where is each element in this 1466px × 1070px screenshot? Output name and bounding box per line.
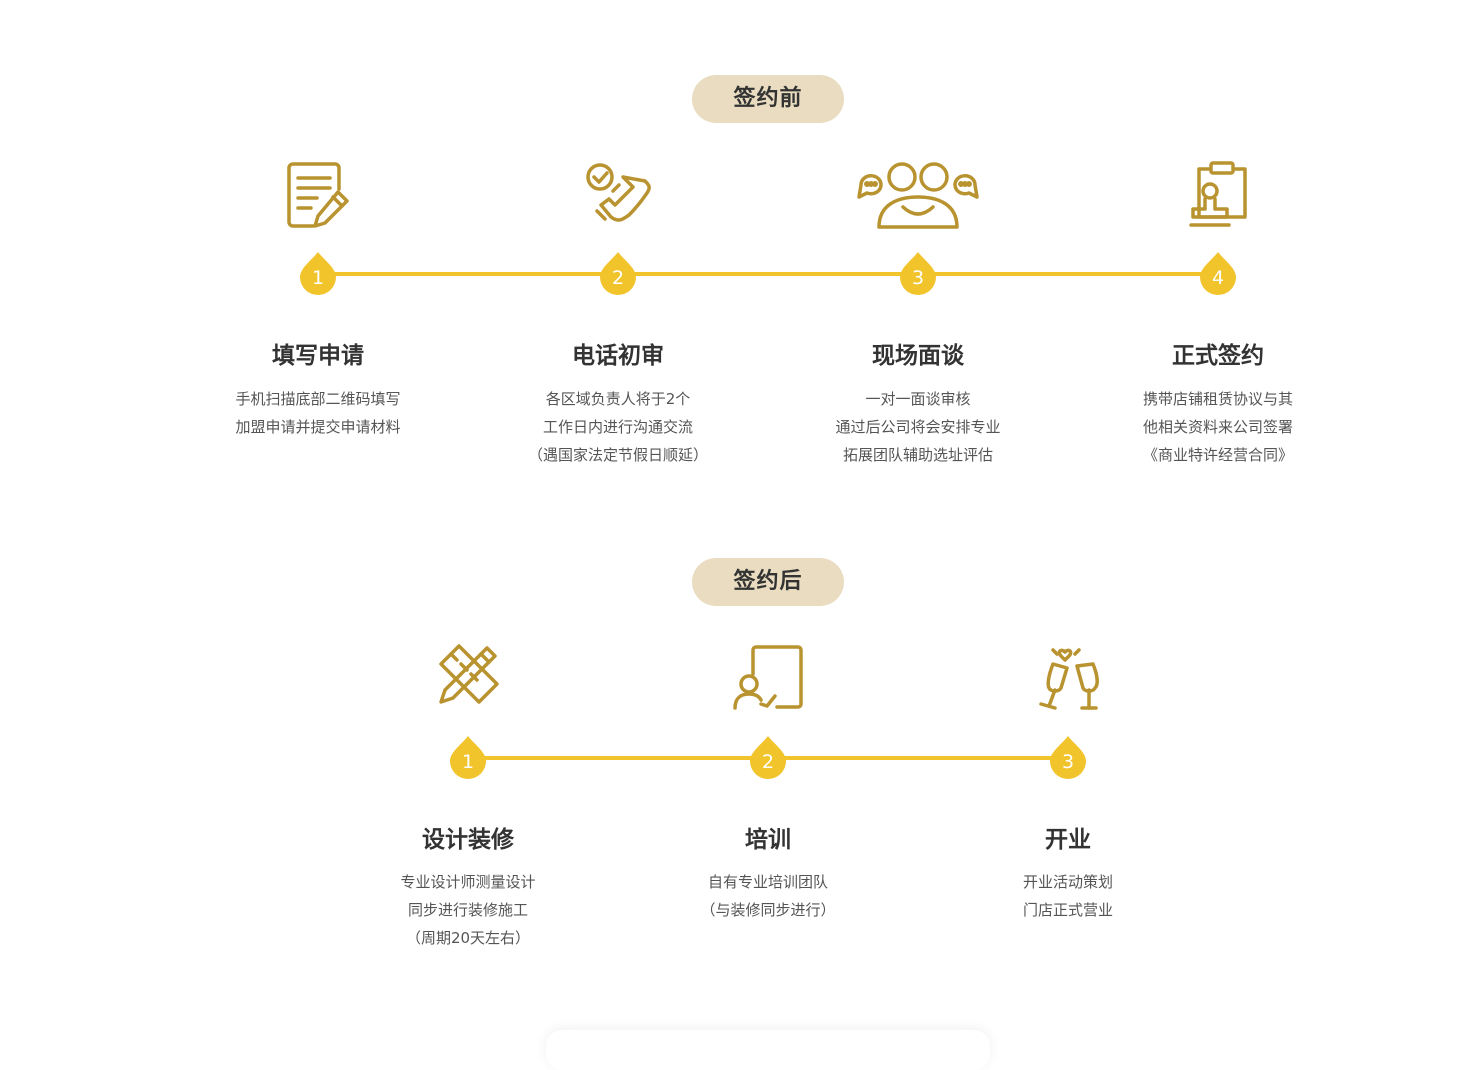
step-number: 4: [1211, 267, 1225, 289]
trainer-board-icon: [703, 638, 833, 718]
step-description: 自有专业培训团队 （与装修同步进行）: [700, 873, 836, 919]
step-description: 各区域负责人将于2个 工作日内进行沟通交流 （遇国家法定节假日顺延）: [527, 390, 708, 464]
step-title: 正式签约: [1172, 343, 1264, 369]
section-heading-before: 签约前: [692, 75, 844, 123]
step-number: 2: [611, 267, 625, 289]
phone-check-icon: [553, 155, 683, 235]
step-title: 培训: [745, 827, 791, 853]
step-title: 填写申请: [272, 343, 364, 369]
step-marker: 3: [900, 251, 936, 295]
timeline-line-before: [318, 272, 1218, 276]
form-edit-icon: [253, 155, 383, 235]
step-title: 电话初审: [572, 343, 664, 369]
step-description: 专业设计师测量设计 同步进行装修施工 （周期20天左右）: [400, 873, 536, 947]
clipboard-stamp-icon: [1153, 155, 1283, 235]
meeting-people-icon: [853, 155, 983, 235]
ruler-pencil-icon: [403, 638, 533, 718]
step-number: 2: [761, 751, 775, 773]
section-heading-after: 签约后: [692, 558, 844, 606]
step-number: 3: [911, 267, 925, 289]
step-description: 开业活动策划 门店正式营业: [1022, 873, 1113, 919]
step-marker: 3: [1050, 735, 1086, 779]
step-number: 1: [461, 751, 475, 773]
step-marker: 1: [300, 251, 336, 295]
step-number: 3: [1061, 751, 1075, 773]
step-marker: 4: [1200, 251, 1236, 295]
step-marker: 2: [600, 251, 636, 295]
step-title: 现场面谈: [872, 343, 964, 369]
step-marker: 1: [450, 735, 486, 779]
step-marker: 2: [750, 735, 786, 779]
step-description: 携带店铺租赁协议与其 他相关资料来公司签署 《商业特许经营合同》: [1142, 390, 1293, 464]
step-title: 开业: [1045, 827, 1091, 853]
champagne-toast-icon: [1003, 638, 1133, 718]
step-description: 手机扫描底部二维码填写 加盟申请并提交申请材料: [235, 390, 401, 436]
step-number: 1: [311, 267, 325, 289]
step-description: 一对一面谈审核 通过后公司将会安排专业 拓展团队辅助选址评估: [835, 390, 1001, 464]
footer-card: [546, 1030, 990, 1070]
step-title: 设计装修: [422, 827, 514, 853]
